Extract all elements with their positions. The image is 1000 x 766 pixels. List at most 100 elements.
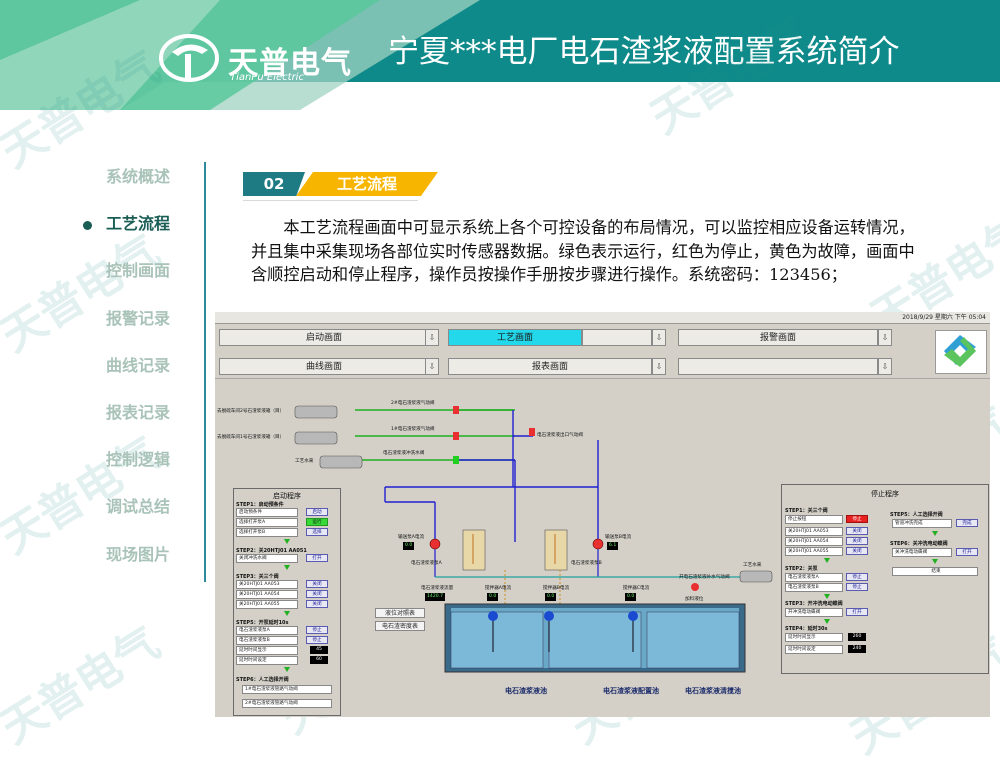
step-row: 管道冲洗完成 — [892, 519, 952, 528]
nav-item-report-log[interactable]: 报表记录 — [105, 403, 170, 422]
section-number: 02 — [243, 172, 305, 196]
stop-button[interactable]: 停止 — [846, 515, 868, 523]
pump-label: 输送泵A电流 — [398, 535, 425, 540]
nav-active-indicator — [83, 221, 92, 230]
close-valve-button[interactable]: 关闭 — [846, 537, 868, 545]
start-program-panel: 启动程序 STEP1：启动预条件 启动预条件 启动 选择打开泵A 运行 选择打开… — [233, 488, 341, 716]
step-row: 关20HTJ01 AA053 — [236, 580, 298, 589]
pump-a-stop-button[interactable]: 停止 — [306, 626, 328, 634]
menu-blank-1[interactable] — [582, 329, 652, 346]
arrow-down-icon — [824, 619, 830, 624]
brand-logo-icon — [159, 34, 219, 82]
valve-label: 电石渣浆液冲洗水阀 — [383, 451, 425, 456]
menu-report-screen[interactable]: 报表画面 — [448, 358, 652, 375]
step-row: 电石渣浆液泵A — [236, 626, 298, 635]
chevron-down-icon[interactable]: ⇩ — [878, 329, 892, 346]
pump-label: 电石渣浆液泵A — [411, 561, 442, 566]
flow-value: 1420.7 — [425, 593, 446, 601]
delay-setpoint[interactable]: 240 — [848, 645, 866, 653]
pipe-label: 去脱硫车间1号石渣浆液箱（目） — [217, 435, 285, 440]
step-title: STEP6：人工选择开阀 — [236, 677, 289, 683]
step-row: 选择打开泵A — [236, 518, 298, 527]
scada-logo-icon — [935, 330, 987, 374]
step-title: STEP2：关20HTJ01 AA051 — [236, 548, 307, 554]
menu-process-screen[interactable]: 工艺画面 — [448, 329, 582, 346]
brand-subtitle: TianPu Electric — [230, 72, 304, 83]
nav-item-control-screen[interactable]: 控制画面 — [105, 261, 170, 280]
valve-label: 2#电石渣浆液气动阀 — [391, 401, 435, 406]
step-row: 选择打开泵B — [236, 528, 298, 537]
nav-item-control-logic[interactable]: 控制逻辑 — [105, 450, 170, 469]
pump-b-select-button[interactable]: 选择 — [306, 528, 328, 536]
nav-item-site-photos[interactable]: 现场图片 — [105, 545, 170, 564]
gauge-label: 加料液位 — [685, 597, 704, 602]
menu-alarm-screen[interactable]: 报警画面 — [678, 329, 878, 346]
chevron-down-icon[interactable]: ⇩ — [652, 329, 666, 346]
agitator-b-current: 0.0 — [545, 593, 557, 601]
valve-label: 1#电石渣浆液气动阀 — [391, 427, 435, 432]
nav-item-overview[interactable]: 系统概述 — [105, 167, 170, 186]
pump-b-stop-button[interactable]: 停止 — [306, 636, 328, 644]
arrow-down-icon — [284, 667, 290, 672]
arrow-down-icon — [824, 558, 830, 563]
pump-a-stop-button[interactable]: 停止 — [846, 573, 868, 581]
pump-b-stop-button[interactable]: 停止 — [846, 583, 868, 591]
page-title: 宁夏***电厂电石渣浆液配置系统简介 — [388, 34, 900, 70]
chevron-down-icon[interactable]: ⇩ — [425, 358, 439, 375]
flush-valve-open-button[interactable]: 打开 — [846, 608, 868, 616]
flush-valve-open-button[interactable]: 打开 — [306, 554, 328, 562]
chevron-down-icon[interactable]: ⇩ — [425, 329, 439, 346]
close-valve-button[interactable]: 关闭 — [306, 600, 328, 608]
pump-a-run-button[interactable]: 运行 — [306, 518, 328, 526]
step-title: STEP3：开冲洗电动蝶阀 — [785, 601, 843, 607]
arrow-down-icon — [284, 611, 290, 616]
step-row: 电石渣浆液泵B — [785, 583, 843, 592]
section-rule — [243, 200, 418, 201]
start-button[interactable]: 启动 — [306, 508, 328, 516]
tank-label: 电石渣浆液池 — [505, 687, 547, 695]
scada-datetime: 2018/9/29 星期六 下午 05:04 — [902, 314, 986, 321]
nav-item-alarm-log[interactable]: 报警记录 — [105, 309, 170, 328]
agitator-label: 搅拌器B电流 — [543, 586, 570, 591]
scada-title-bar: 2018/9/29 星期六 下午 05:04 — [215, 312, 990, 324]
delay-setpoint[interactable]: 60 — [310, 656, 328, 664]
nav-divider — [204, 162, 206, 582]
agitator-label: 搅拌器C电流 — [623, 586, 650, 591]
step-row: 电石渣浆液泵A — [785, 573, 843, 582]
step-row: 关20HTJ01 AA055 — [785, 547, 843, 556]
arrow-down-icon — [284, 565, 290, 570]
menu-blank-2[interactable] — [678, 358, 878, 375]
flush-valve-close-button[interactable]: 打开 — [956, 548, 978, 556]
agitator-a-current: 0.0 — [487, 593, 499, 601]
pipe-label: 去脱硫车间2号石渣浆液箱（目） — [217, 409, 285, 414]
tank-label: 电石渣浆液清搅池 — [685, 687, 741, 695]
step-title: STEP1：启动预条件 — [236, 502, 284, 508]
density-table-button[interactable]: 电石渣密度表 — [375, 621, 425, 631]
step-row: 关20HTJ01 AA053 — [785, 527, 843, 536]
nav-item-process[interactable]: 工艺流程 — [105, 214, 170, 233]
step-title: STEP5：人工选择开阀 — [890, 512, 943, 518]
step-row: 延时时间设定 — [785, 645, 843, 654]
close-valve-button[interactable]: 关闭 — [846, 527, 868, 535]
chevron-down-icon[interactable]: ⇩ — [878, 358, 892, 375]
step-title: STEP6：关冲洗电动蝶阀 — [890, 541, 948, 547]
nav-item-debug-summary[interactable]: 调试总结 — [105, 497, 170, 516]
close-valve-button[interactable]: 关闭 — [306, 590, 328, 598]
agitator-label: 搅拌器A电流 — [485, 586, 512, 591]
scada-separator — [215, 378, 990, 379]
stop-program-panel: 停止程序 STEP1：关三个阀 停止按钮 停止 关20HTJ01 AA053 关… — [781, 484, 989, 674]
close-valve-button[interactable]: 关闭 — [846, 547, 868, 555]
level-table-button[interactable]: 液位对照表 — [375, 608, 425, 618]
stop-panel-title: 停止程序 — [871, 490, 899, 498]
tank-label: 电石渣浆液配置池 — [603, 687, 659, 695]
pump-label: 输送泵B电流 — [605, 535, 632, 540]
step-row[interactable]: 2#电石渣浆液管路气动阀 — [242, 699, 332, 708]
step-row[interactable]: 1#电石渣浆液管路气动阀 — [242, 685, 332, 694]
chevron-down-icon[interactable]: ⇩ — [652, 358, 666, 375]
arrow-down-icon — [284, 539, 290, 544]
close-valve-button[interactable]: 关闭 — [306, 580, 328, 588]
nav-item-curve-log[interactable]: 曲线记录 — [105, 356, 170, 375]
delay-display: 260 — [848, 633, 866, 641]
step-row: 关闭冲洗水阀 — [236, 554, 298, 563]
complete-button[interactable]: 完成 — [956, 519, 978, 527]
